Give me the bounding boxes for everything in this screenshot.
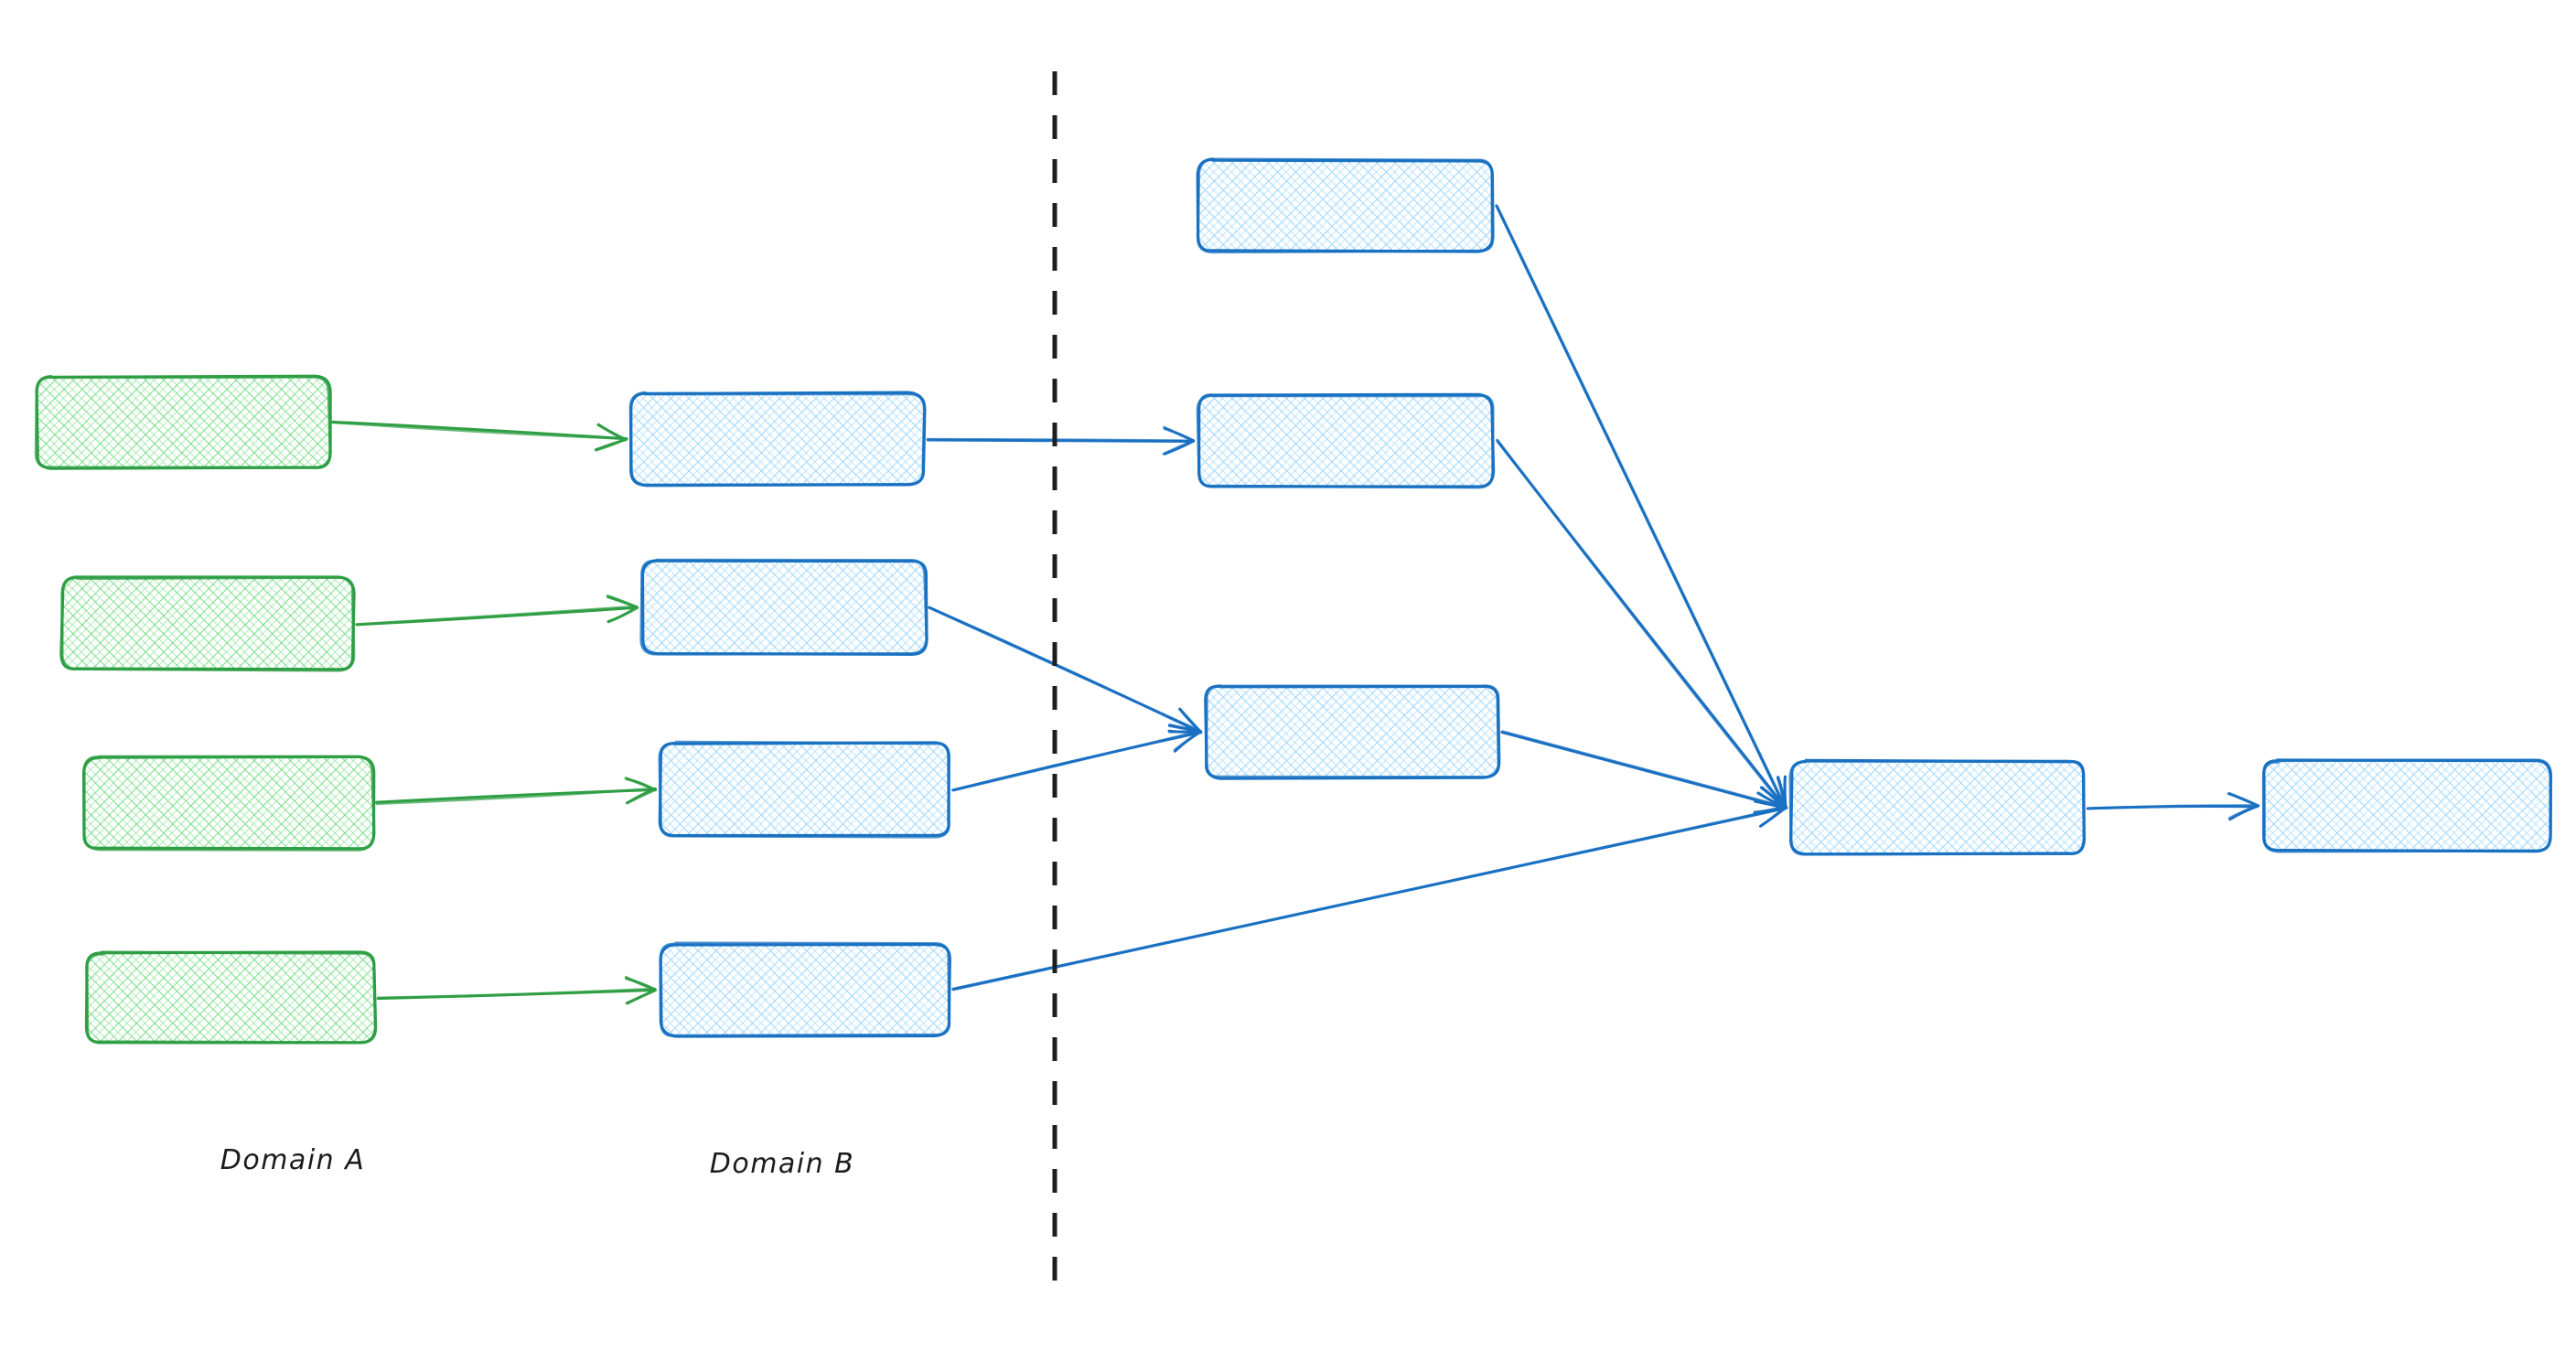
- edge-arrowhead: [1760, 787, 1788, 809]
- edge-arrowhead: [1173, 730, 1202, 752]
- edge-shaft: [377, 987, 657, 1000]
- node-d1[interactable]: [1788, 758, 2086, 856]
- node-fill-hatch-b: [1205, 685, 1498, 778]
- edge-shaft: [354, 605, 639, 627]
- node-c3[interactable]: [1204, 684, 1501, 780]
- edge-arrowhead: [596, 423, 627, 442]
- node-fill-hatch-b: [630, 392, 925, 486]
- node-outline: [639, 558, 928, 656]
- node-outline: [658, 740, 951, 839]
- node-outline: [628, 391, 927, 488]
- edge-shaft: [951, 806, 1788, 991]
- edge-arrowhead: [606, 594, 639, 609]
- node-fill-hatch-b: [86, 952, 376, 1044]
- labels-layer: Domain A Domain B: [220, 1144, 855, 1180]
- domain-a-label: Domain A: [220, 1144, 365, 1176]
- edge-arrowhead: [625, 788, 657, 805]
- node-outline: [1196, 157, 1495, 254]
- node-outline: [2261, 758, 2553, 853]
- node-fill-hatch-b: [83, 757, 373, 849]
- node-outline: [1788, 759, 2086, 856]
- node-fill-hatch-b: [36, 376, 330, 469]
- node-fill-hatch-b: [660, 742, 950, 837]
- node-fill-hatch-b: [2262, 760, 2550, 851]
- node-b1[interactable]: [628, 391, 927, 488]
- node-fill-hatch-b: [1790, 760, 2084, 854]
- edge-d1-e1: [2086, 792, 2260, 821]
- edge-shaft: [952, 729, 1202, 792]
- edge-b1-c2: [926, 425, 1196, 456]
- node-b4[interactable]: [659, 941, 951, 1038]
- edge-arrowhead: [2227, 804, 2259, 820]
- node-a2[interactable]: [59, 575, 356, 672]
- edge-shaft: [1496, 438, 1787, 809]
- edge-shaft: [928, 606, 1202, 733]
- edge-a4-b4: [376, 975, 657, 1005]
- node-outline: [1196, 393, 1495, 489]
- node-outline: [85, 950, 378, 1045]
- node-c2[interactable]: [1196, 392, 1496, 489]
- edge-shaft: [331, 421, 628, 441]
- edge-a3-b3: [375, 777, 658, 806]
- node-b2[interactable]: [639, 558, 928, 656]
- node-fill-hatch-b: [1198, 394, 1494, 487]
- node-a1[interactable]: [34, 374, 332, 470]
- node-a3[interactable]: [81, 755, 376, 852]
- node-fill-hatch-b: [641, 560, 926, 655]
- node-outline: [34, 374, 332, 469]
- edge-c2-d1: [1496, 438, 1787, 809]
- edge-arrowhead: [1163, 425, 1196, 443]
- node-outline: [82, 755, 376, 852]
- node-a4[interactable]: [84, 950, 378, 1045]
- edge-arrowhead: [1162, 439, 1196, 456]
- edge-b3-c3: [951, 724, 1203, 792]
- edge-a1-b1: [331, 420, 628, 452]
- edge-c1-d1: [1495, 204, 1787, 810]
- edge-b4-d1: [951, 799, 1788, 991]
- edge-arrowhead: [1753, 806, 1787, 814]
- edge-arrowhead: [624, 777, 658, 792]
- node-e1[interactable]: [2261, 758, 2553, 853]
- edge-shaft: [375, 787, 656, 806]
- edge-shaft: [1501, 730, 1787, 809]
- edge-arrowhead: [2227, 792, 2259, 808]
- node-outline: [659, 941, 951, 1037]
- nodes-layer: [34, 157, 2553, 1045]
- node-fill-hatch-b: [1197, 159, 1494, 252]
- edges-layer: [331, 204, 2260, 1005]
- edge-b2-c3: [928, 606, 1203, 734]
- node-c1[interactable]: [1196, 157, 1495, 254]
- edge-shaft: [1496, 205, 1787, 809]
- edge-arrowhead: [595, 437, 628, 452]
- node-fill-hatch-b: [61, 577, 354, 670]
- edge-arrowhead: [606, 606, 639, 624]
- edge-c3-d1: [1500, 730, 1788, 815]
- node-fill-hatch-b: [660, 943, 950, 1035]
- edge-a2-b2: [354, 594, 639, 627]
- edge-shaft: [926, 437, 1195, 443]
- edge-arrowhead: [624, 975, 657, 991]
- node-outline: [60, 575, 356, 672]
- node-outline: [1204, 684, 1501, 779]
- node-b3[interactable]: [658, 740, 951, 839]
- domain-b-label: Domain B: [710, 1148, 855, 1180]
- edge-arrowhead: [1167, 724, 1202, 733]
- edge-arrowhead: [625, 988, 657, 1005]
- edge-shaft: [2087, 804, 2259, 810]
